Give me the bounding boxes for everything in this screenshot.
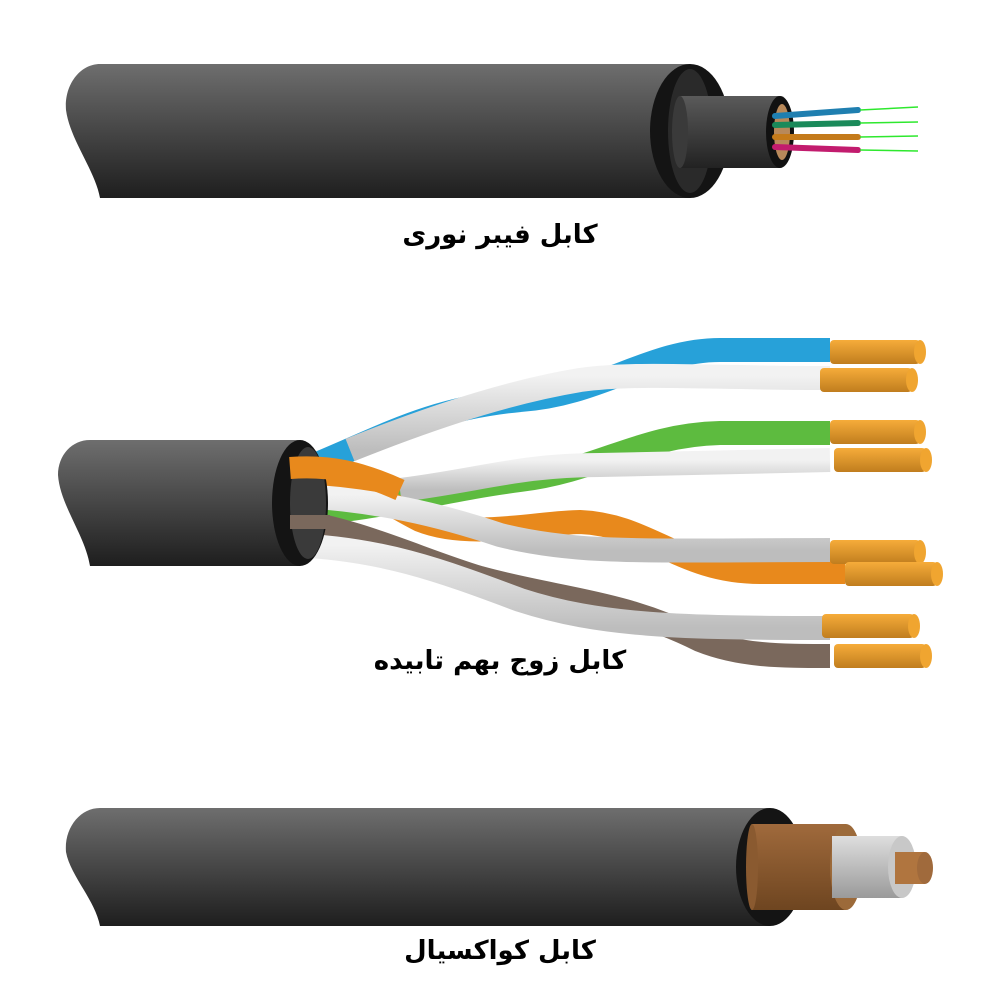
fiber-optic-cable: کابل فیبر نوری	[0, 0, 1000, 280]
copper-conductors	[820, 340, 943, 668]
fiber-optic-illustration	[65, 64, 919, 198]
coaxial-outer-jacket	[65, 808, 770, 926]
twisted-pair-label: کابل زوج بهم تابیده	[373, 646, 627, 676]
twisted-pair-jacket	[58, 440, 300, 566]
twisted-pair-wires	[285, 338, 845, 668]
fiber-strands	[772, 106, 919, 153]
coaxial-cable: کابل کواکسیال	[0, 780, 1000, 994]
twisted-pair-cable: کابل زوج بهم تابیده	[0, 300, 1000, 700]
fiber-inner-tube	[680, 96, 780, 168]
coaxial-illustration	[65, 808, 933, 926]
fiber-optic-label: کابل فیبر نوری	[402, 220, 598, 250]
coaxial-label: کابل کواکسیال	[404, 936, 596, 966]
twisted-pair-illustration	[58, 338, 943, 668]
fiber-outer-jacket	[65, 64, 690, 198]
